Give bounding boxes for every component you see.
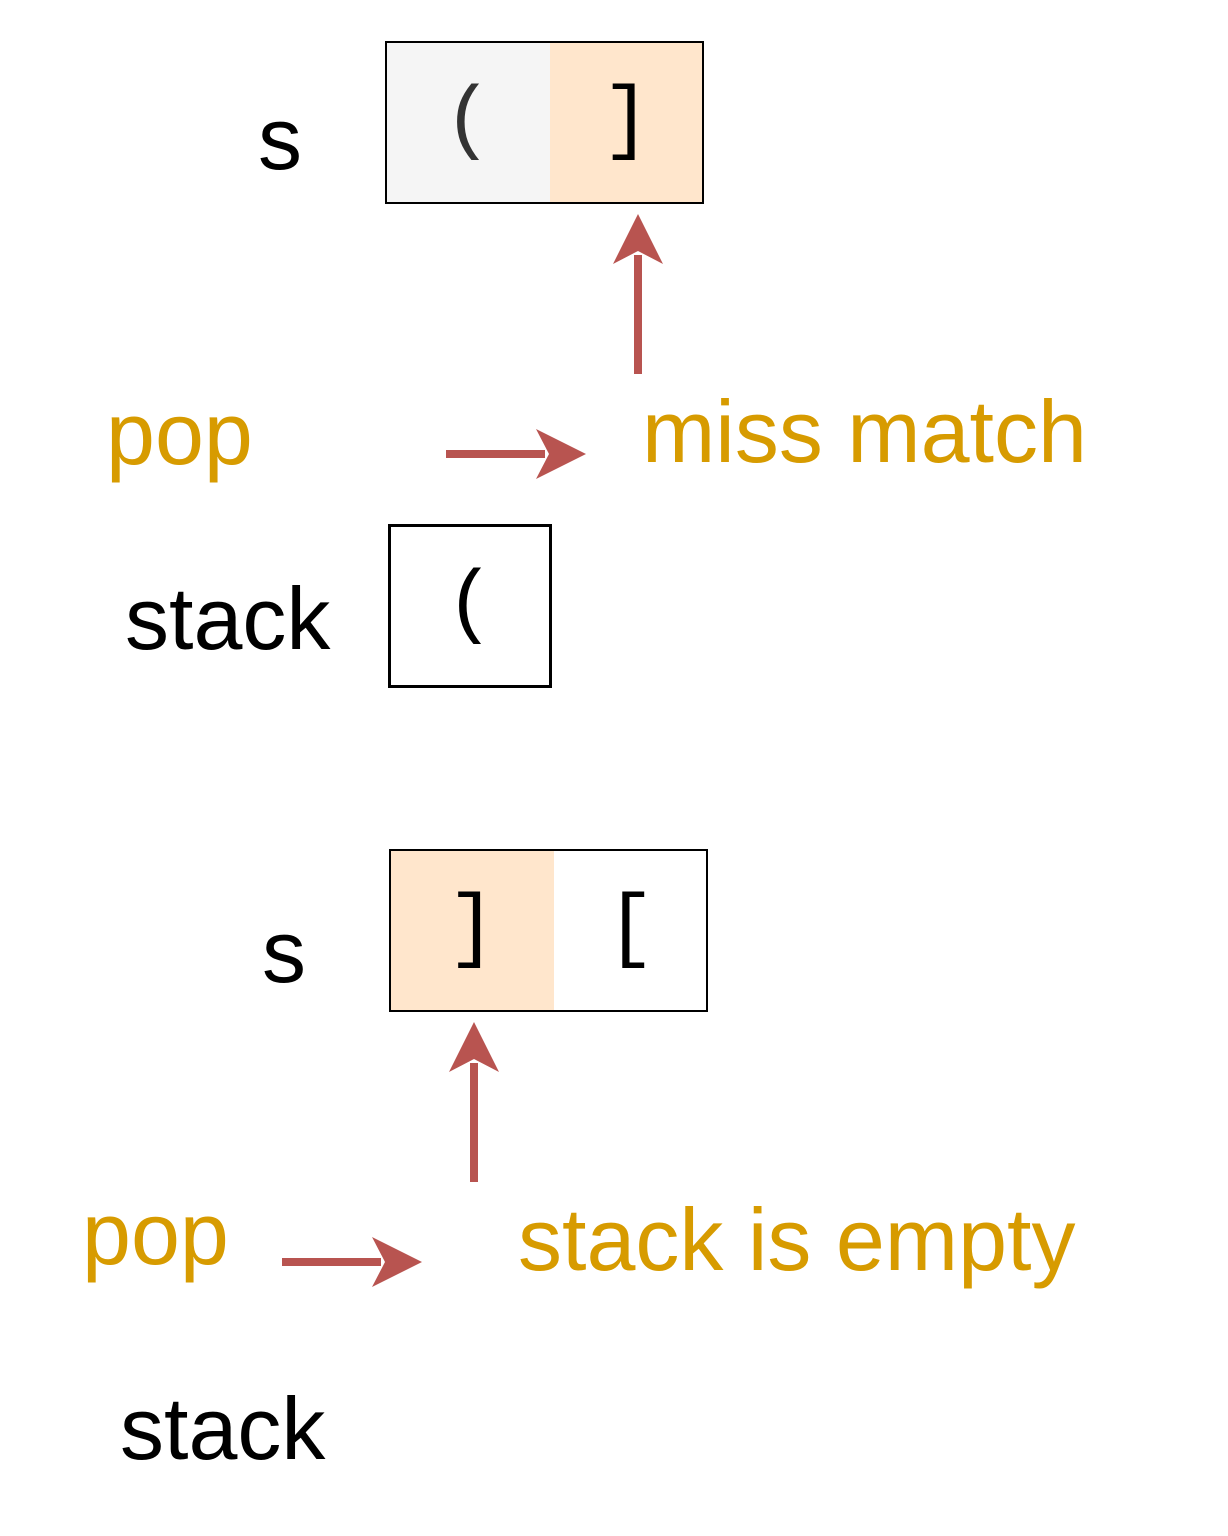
s1-right-arrow: [446, 429, 586, 479]
s2-up-arrow: [449, 1022, 499, 1182]
s1-s-cell-1: ]: [550, 42, 703, 202]
s1-up-arrow: [613, 214, 663, 374]
s1-s-cell-0: (: [386, 42, 550, 202]
s2-right-arrow: [282, 1237, 422, 1287]
s1-stack-cell-0: (: [389, 525, 551, 687]
s2-result-label: stack is empty: [518, 1190, 1076, 1289]
s1-result-label: miss match: [642, 382, 1087, 481]
s1-s-label: s: [258, 89, 302, 188]
s1-pop-label: pop: [106, 384, 253, 483]
s2-stack-label: stack: [120, 1379, 326, 1478]
s1-stack-label: stack: [125, 569, 331, 668]
s2-s-cell-0: ]: [390, 850, 554, 1010]
s2-s-cell-1: [: [554, 850, 707, 1010]
s2-pop-label: pop: [82, 1184, 229, 1283]
s2-s-label: s: [262, 902, 306, 1001]
